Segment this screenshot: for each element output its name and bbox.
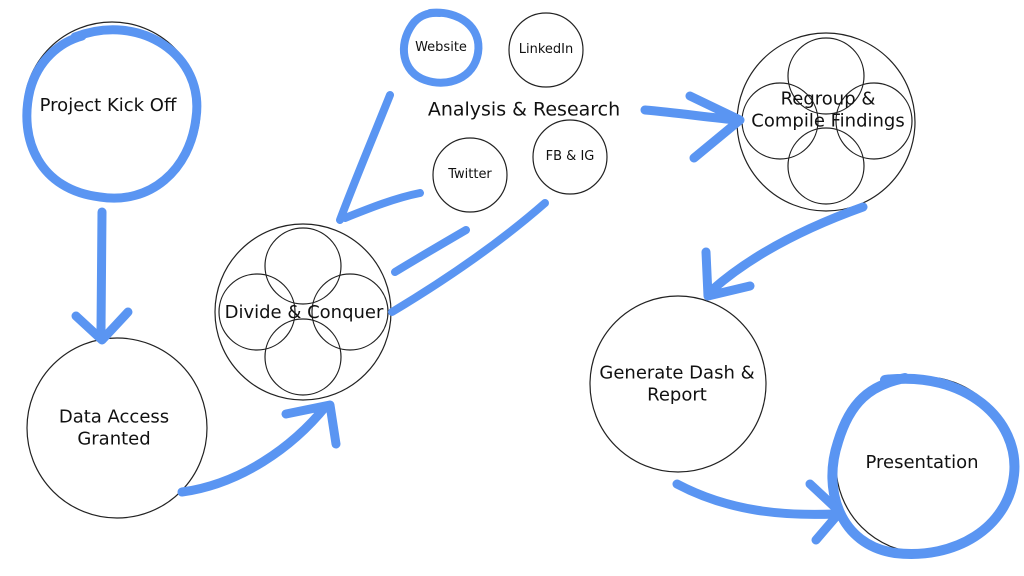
presentation-highlight [827,373,1020,559]
line-divide-to-twitter [341,189,424,222]
data-access-circle [26,337,208,519]
website-highlight [400,8,483,87]
regroup-label: Regroup & Compile Findings [751,88,905,131]
kickoff-highlight [22,25,202,203]
twitter-label: Twitter [448,167,492,183]
arrow-regroup-to-generate [701,202,868,301]
line-divide-to-fbig [388,199,549,316]
divide-and-conquer-label: Divide & Conquer [224,302,384,324]
project-kick-off-label: Project Kick Off [39,95,177,117]
line-divide-to-center [391,226,470,276]
fb-ig-circle [532,119,608,195]
twitter-circle [432,137,508,213]
linkedin-label: LinkedIn [518,42,574,58]
analysis-research-label: Analysis & Research [427,98,621,121]
generate-dash-circle [589,295,767,473]
arrow-kickoff-to-data [71,207,133,345]
line-divide-to-website [336,91,394,224]
data-access-granted-label: Data Access Granted [58,406,170,449]
arrow-analysis-to-regroup [640,91,745,163]
website-label: Website [415,40,467,56]
linkedin-circle [508,12,584,88]
fb-ig-label: FB & IG [545,149,595,165]
generate-dash-label: Generate Dash & Report [599,362,755,405]
presentation-label: Presentation [865,452,979,474]
arrow-generate-to-presentation [672,479,845,545]
arrow-data-to-divide [177,400,341,497]
